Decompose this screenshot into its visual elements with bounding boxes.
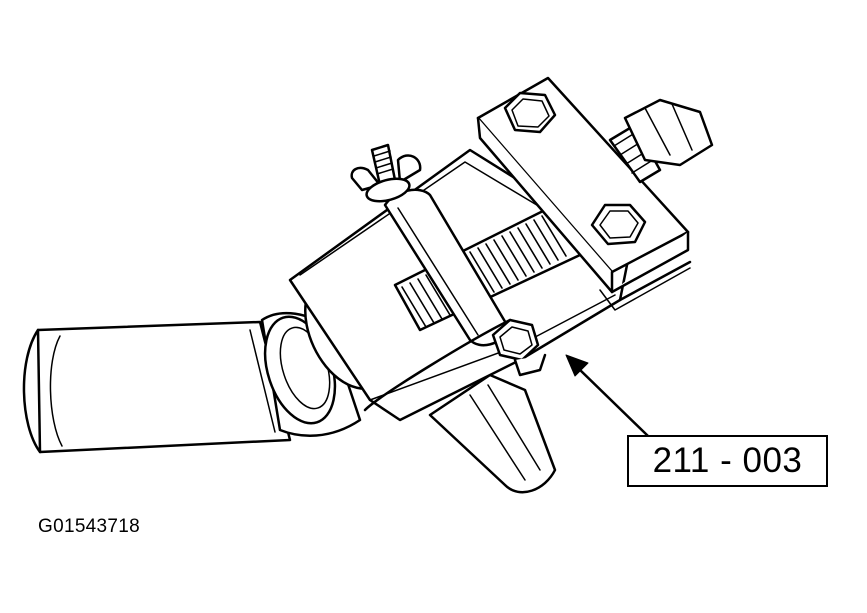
clamp-bolt-head: [491, 318, 547, 377]
cap-bolt-upper: [503, 91, 557, 134]
steering-knuckle-arm: [428, 373, 557, 494]
screw-end-nut: [608, 98, 714, 184]
cap-bolt-lower: [590, 203, 647, 246]
wing-nut: [350, 143, 422, 203]
tool-number-label: 211 - 003: [652, 441, 803, 480]
tool-number-callout: 211 - 003: [627, 435, 828, 487]
tie-rod-tube: [22, 320, 292, 454]
callout-leader-arrow: [565, 354, 650, 438]
figure-id-label: G01543718: [38, 516, 141, 537]
